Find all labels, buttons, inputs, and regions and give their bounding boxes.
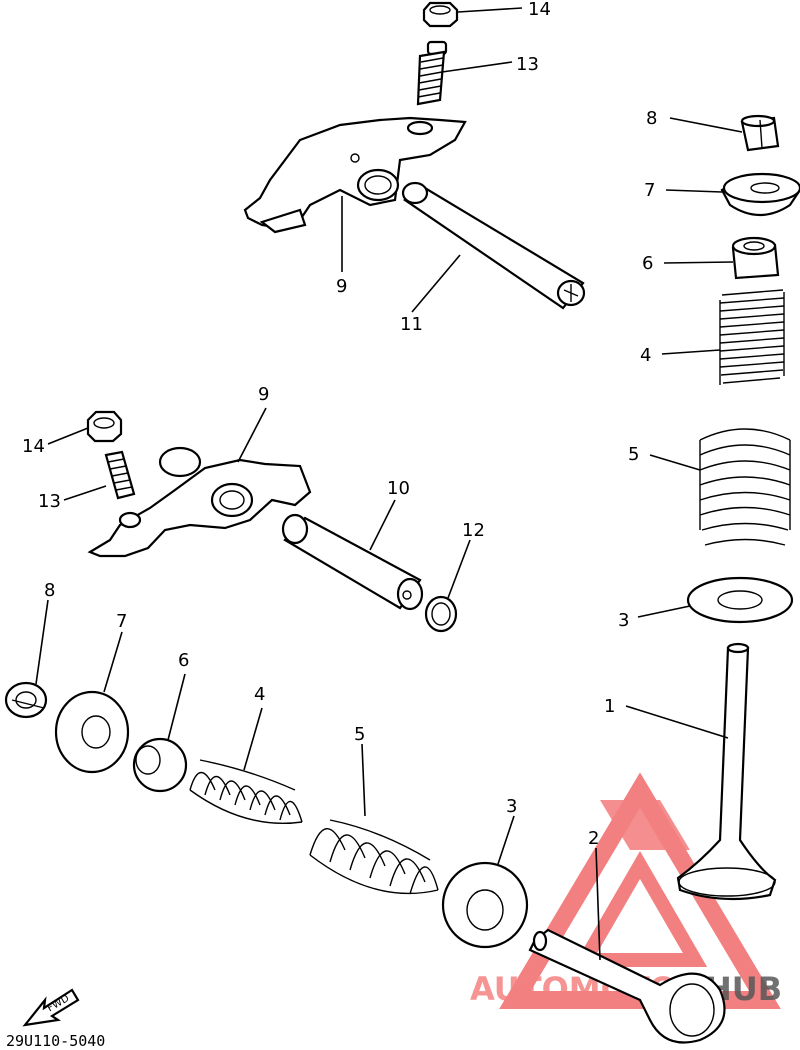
inner-spring-4-left (189, 759, 303, 825)
callout-label: 7 (116, 611, 127, 632)
callout-label: 14 (22, 436, 45, 457)
callout-label: 9 (336, 276, 347, 297)
callout-label: 8 (44, 580, 55, 601)
adjusting-screw-13-upper (416, 40, 448, 106)
callout-label: 3 (618, 610, 629, 631)
callout-label: 3 (506, 796, 517, 817)
spring-seat-3-left (441, 861, 529, 949)
part-code: 29U110-5040 (6, 1032, 105, 1050)
callout-label: 11 (400, 314, 423, 335)
adjusting-screw-13-lower (104, 450, 136, 500)
callout-label: 6 (642, 253, 653, 274)
rocker-shaft-11 (401, 181, 586, 310)
callout-label: 10 (387, 478, 410, 499)
outer-spring-5-right (699, 428, 791, 546)
seal-6-right (731, 236, 780, 280)
cotter-8-right (740, 114, 780, 152)
spring-seat-3-right (686, 576, 794, 624)
callout-label: 7 (644, 180, 655, 201)
nut-14-upper (422, 1, 459, 28)
callout-label: 6 (178, 650, 189, 671)
retainer-7-left (54, 690, 130, 774)
outer-spring-5-left (309, 819, 439, 895)
valve-2 (528, 928, 726, 1044)
callout-label: 13 (38, 491, 61, 512)
callout-label: 4 (640, 345, 651, 366)
callout-label: 9 (258, 384, 269, 405)
rocker-shaft-10 (281, 513, 424, 611)
retainer-7-right (720, 172, 800, 216)
rocker-arm-9-upper (243, 116, 467, 234)
callout-label: 14 (528, 0, 551, 20)
callout-label: 1 (604, 696, 615, 717)
callout-label: 2 (588, 828, 599, 849)
valve-1 (676, 642, 777, 901)
callout-label: 8 (646, 108, 657, 129)
o-ring-12 (424, 595, 458, 633)
rocker-arm-9-lower (87, 446, 312, 558)
callout-label: 4 (254, 684, 265, 705)
cotter-8-left (4, 681, 48, 719)
callout-label: 5 (628, 444, 639, 465)
fwd-arrow-icon: FWD (22, 988, 80, 1027)
callouts: 14 13 9 11 8 7 6 4 5 3 1 9 14 13 10 12 8 (22, 0, 743, 961)
nut-14-lower (86, 410, 123, 443)
callout-label: 5 (354, 724, 365, 745)
seal-6-left (132, 737, 188, 793)
callout-label: 13 (516, 54, 539, 75)
inner-spring-4-right (719, 289, 785, 385)
callout-label: 12 (462, 520, 485, 541)
